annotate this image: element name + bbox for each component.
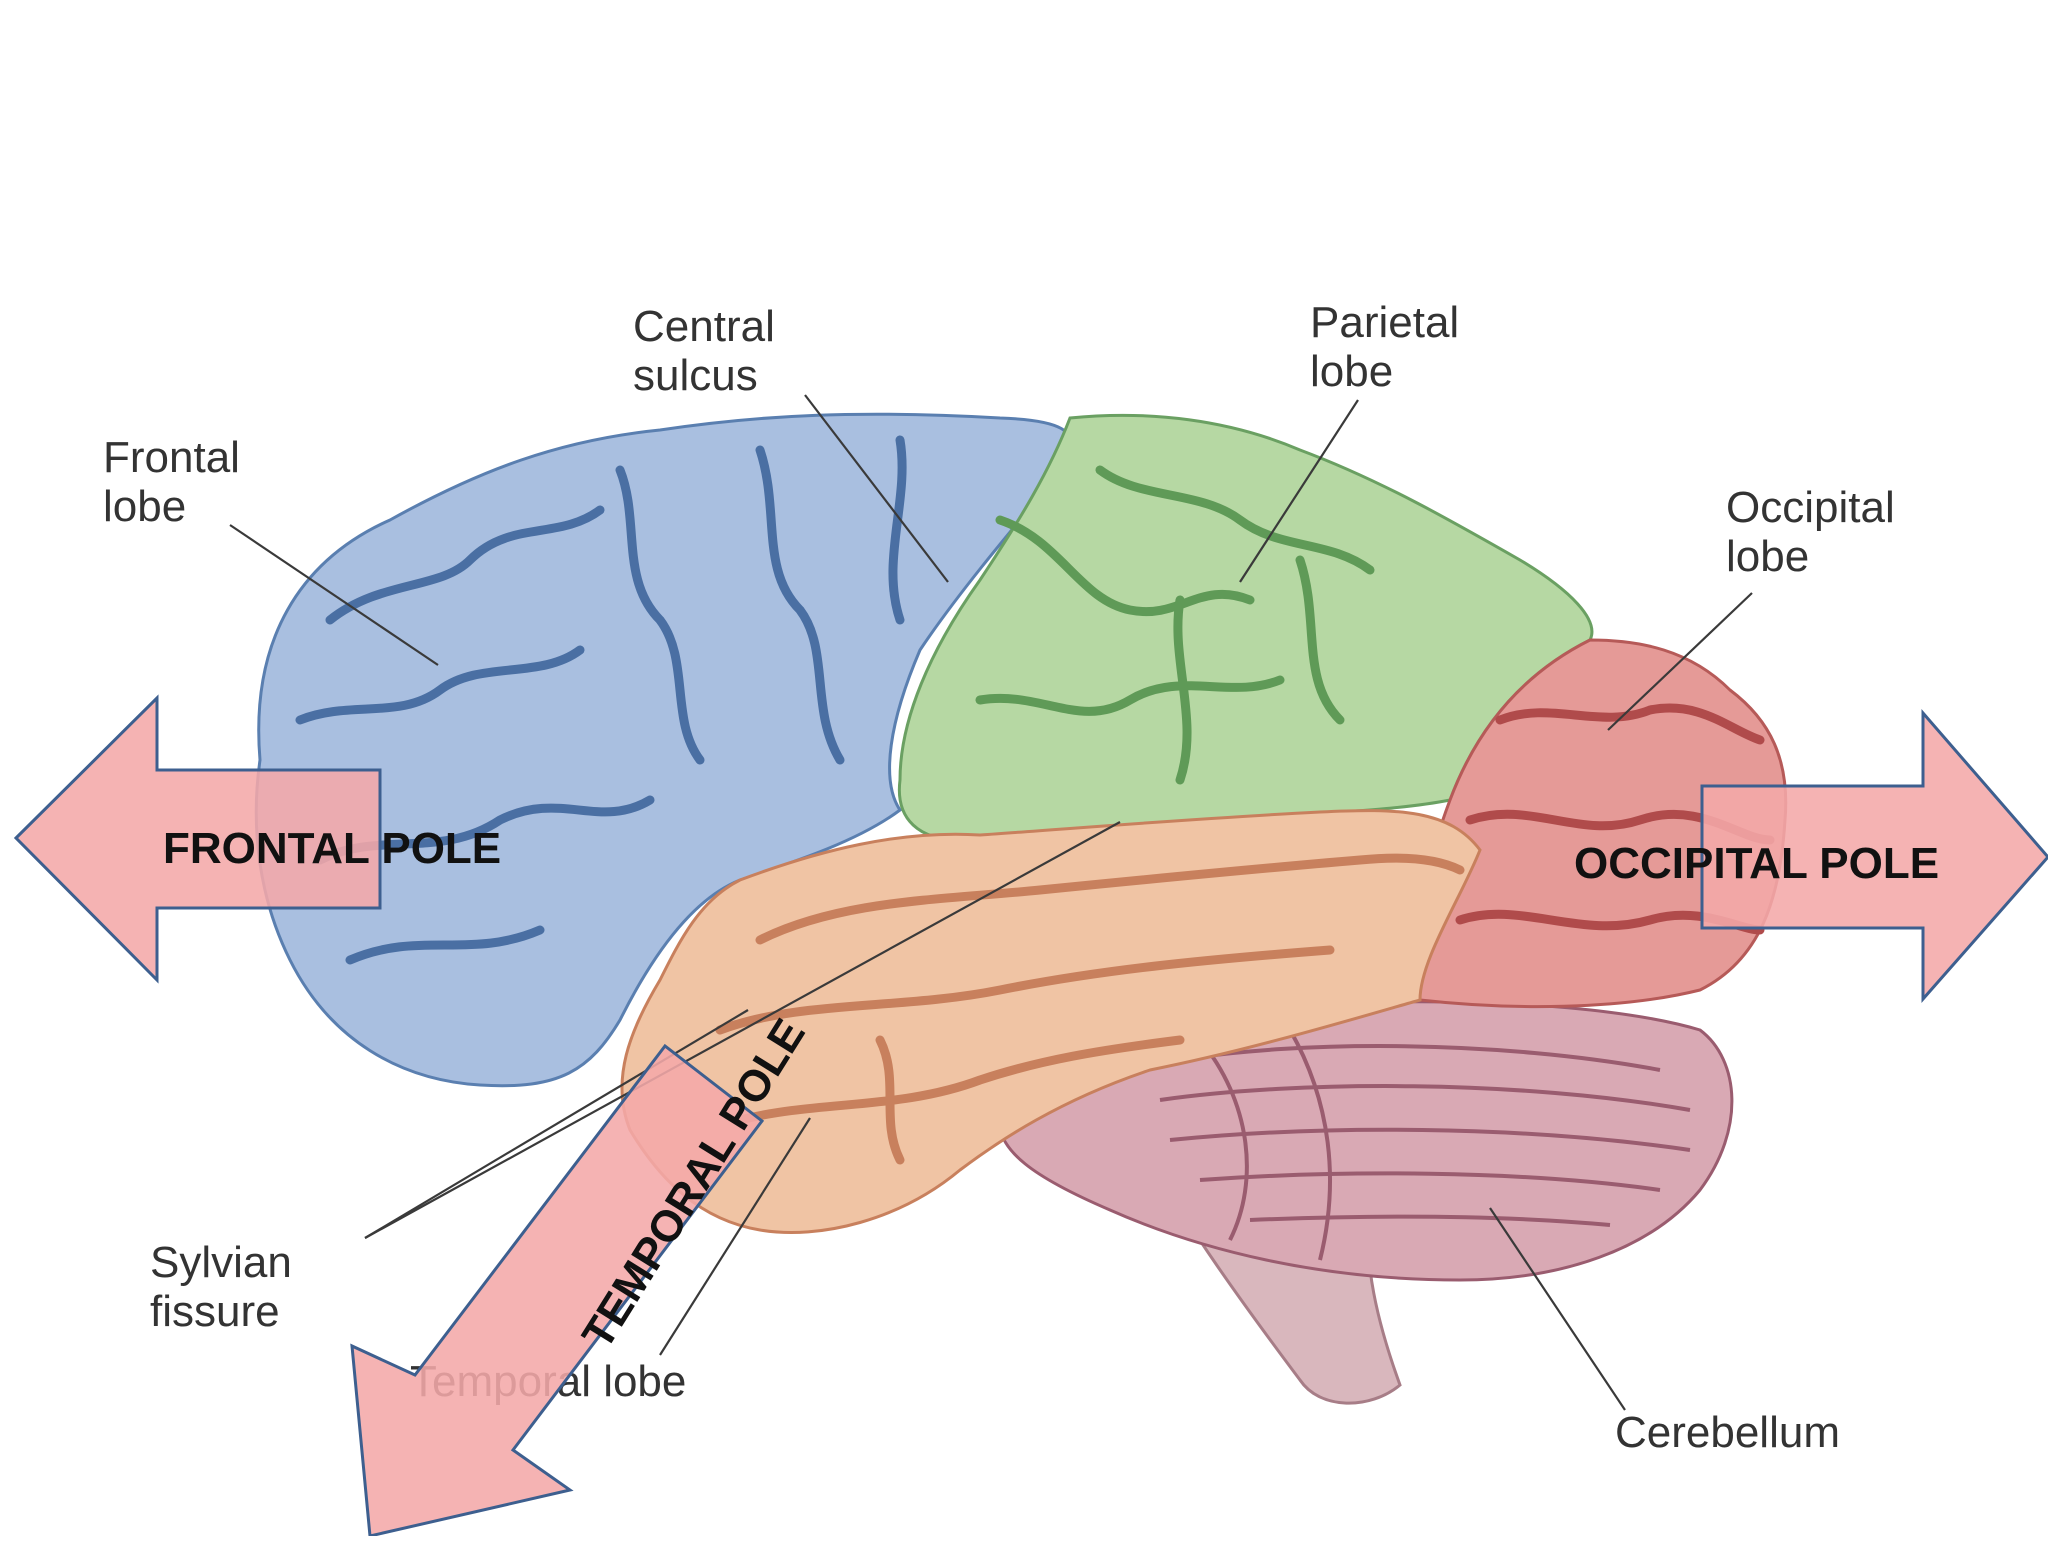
sylvian-fissure-leader-1: [364, 821, 1121, 1239]
frontal-lobe-leader: [229, 524, 439, 666]
central-sulcus-label: Central sulcus: [633, 302, 787, 400]
cerebellum-folia: [1159, 1029, 1691, 1261]
sylvian-fissure-leader-2: [364, 1009, 749, 1239]
parietal-lobe-leader: [1239, 399, 1359, 583]
cerebellum-leader: [1489, 1207, 1626, 1411]
sylvian-fissure-label: Sylvian fissure: [150, 1238, 304, 1336]
pole-arrows: [13, 694, 2048, 1538]
brain-illustration: [254, 412, 1788, 1405]
leader-lines: [229, 394, 1753, 1411]
occipital-pole-arrow: [1700, 708, 2048, 1003]
temporal-lobe-leader: [659, 1117, 811, 1356]
occipital-lobe-leader: [1607, 592, 1753, 731]
frontal-pole-label: FRONTAL POLE: [163, 824, 501, 873]
occipital-pole-label: OCCIPITAL POLE: [1574, 839, 1939, 888]
cerebellum-label: Cerebellum: [1615, 1408, 1840, 1457]
temporal-gyri: [715, 853, 1465, 1165]
central-sulcus-leader: [804, 394, 949, 583]
occipital-lobe-label: Occipital lobe: [1726, 483, 1907, 581]
frontal-lobe-label: Frontal lobe: [103, 433, 252, 531]
parietal-lobe-label: Parietal lobe: [1310, 298, 1471, 396]
temporal-pole-arrow: [350, 1043, 765, 1538]
frontal-pole-arrow: [13, 694, 382, 984]
parietal-gyri: [975, 465, 1375, 785]
frontal-lobe-region: [254, 412, 1074, 1088]
